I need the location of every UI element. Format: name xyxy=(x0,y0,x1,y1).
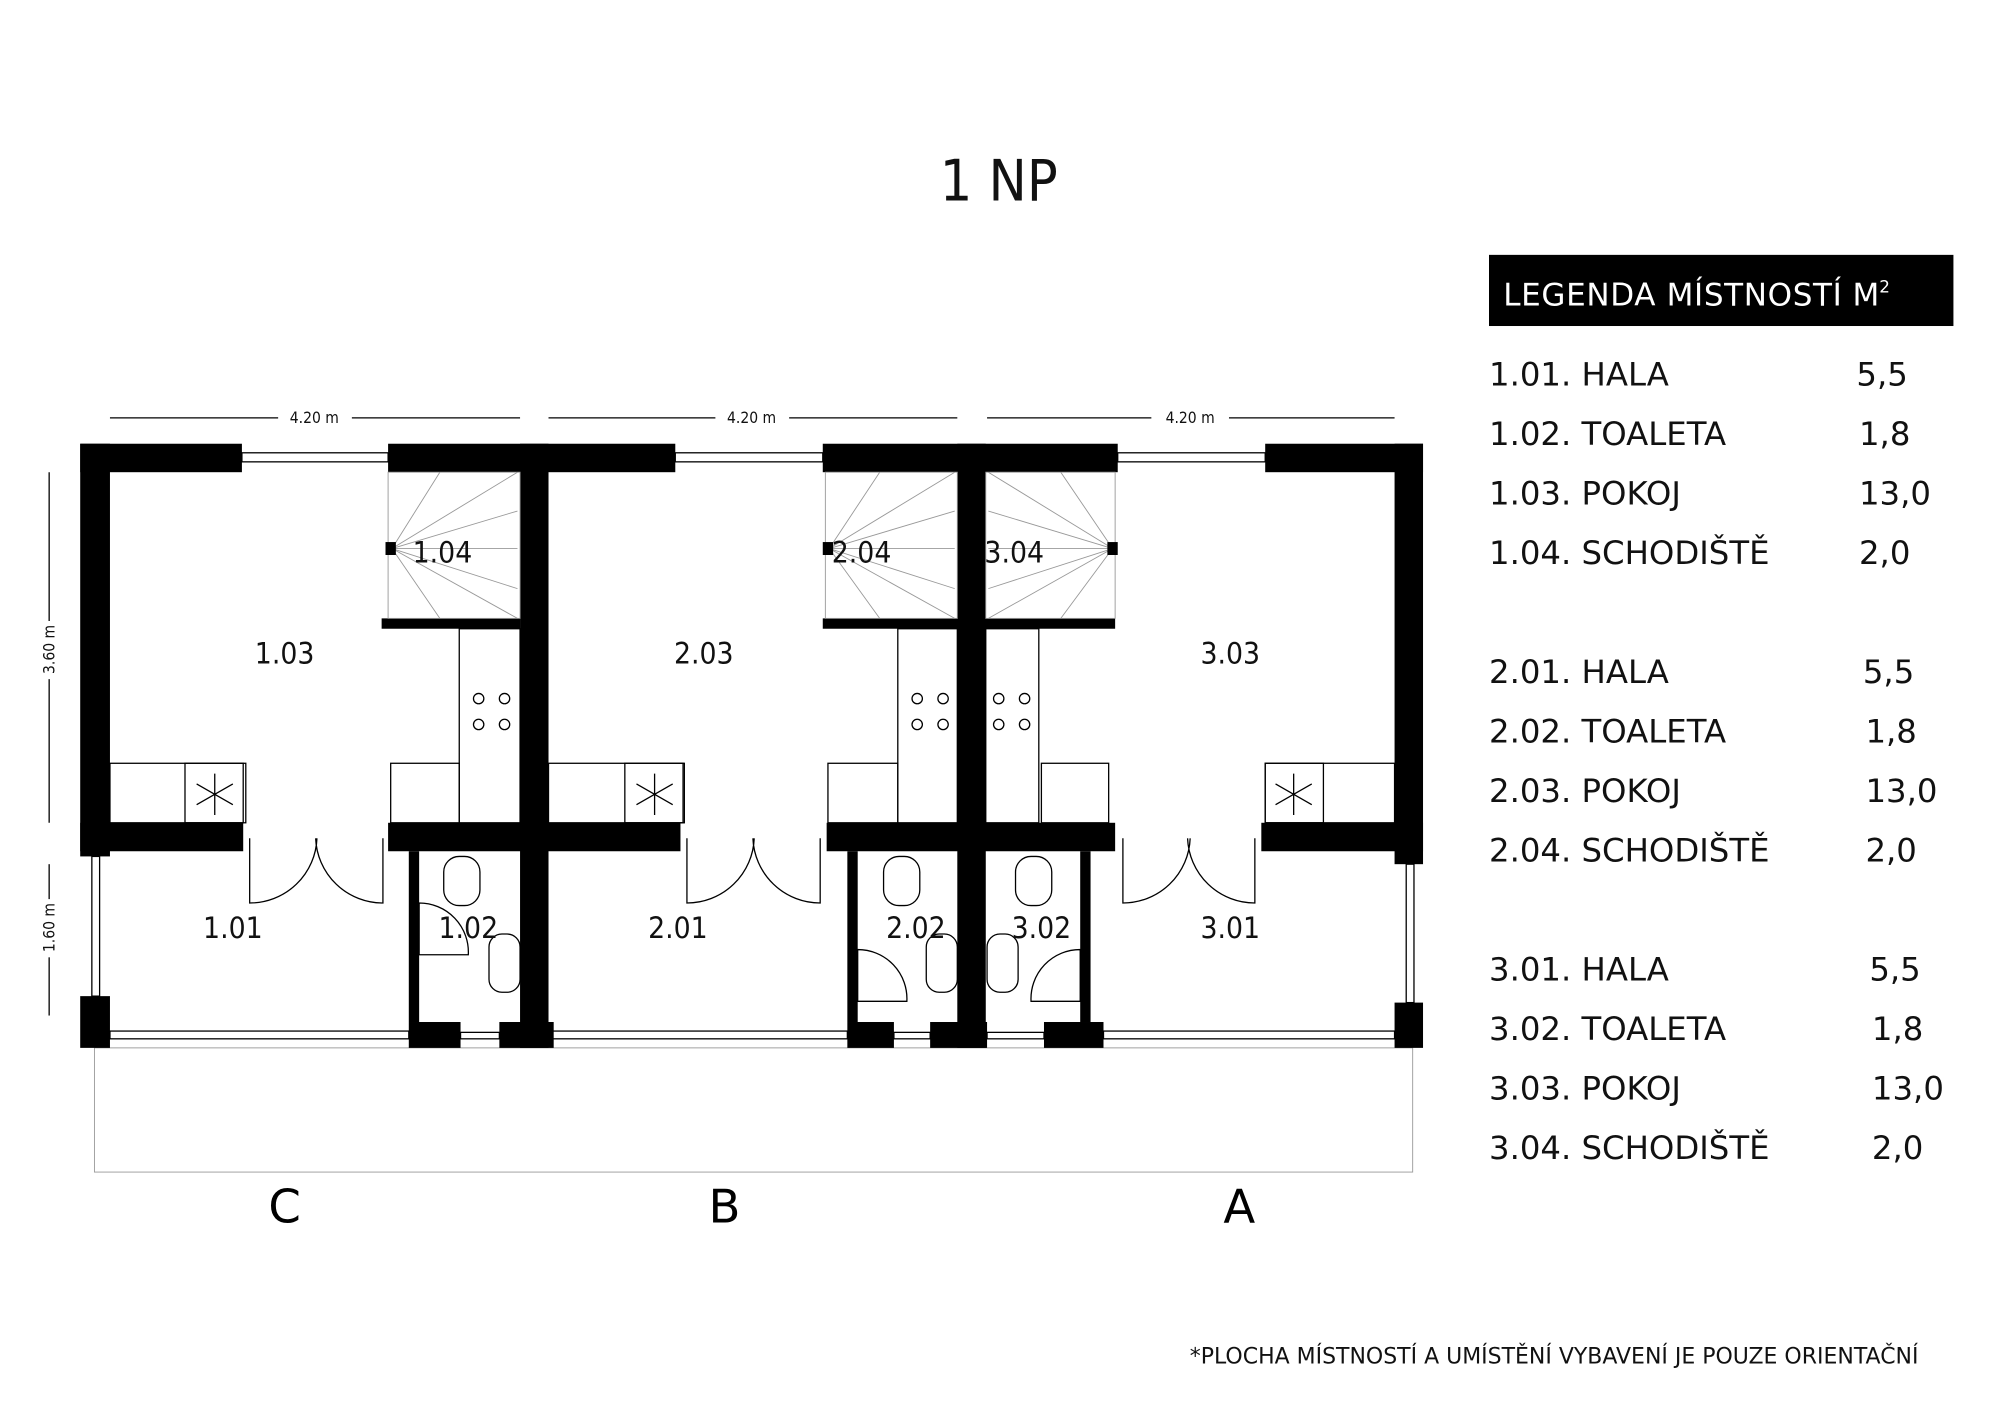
room-label: 1.03 xyxy=(255,637,315,672)
dimension-lines: 4.20 m 4.20 m 4.20 m 3.60 m 1.60 m xyxy=(40,409,1395,1016)
room-label: 2.03 xyxy=(674,637,734,672)
unit-label-b: B xyxy=(708,1180,740,1234)
legend-room-name: 2.01. HALA xyxy=(1489,653,1669,691)
room-label: 2.01 xyxy=(648,911,708,946)
legend-room-area: 1,8 xyxy=(1859,415,1910,453)
room-label: 1.01 xyxy=(203,911,263,946)
footnote: *PLOCHA MÍSTNOSTÍ A UMÍSTĚNÍ VYBAVENÍ JE… xyxy=(1190,1344,1919,1370)
legend-room-name: 3.02. TOALETA xyxy=(1489,1010,1726,1048)
terrace-outline xyxy=(93,1047,1414,1173)
legend-room-area: 1,8 xyxy=(1872,1010,1923,1048)
room-legend: LEGENDA MÍSTNOSTÍ M2 1.01. HALA 5,5 1.02.… xyxy=(1489,254,1954,1167)
legend-room-name: 2.03. POKOJ xyxy=(1489,772,1681,810)
legend-room-area: 5,5 xyxy=(1863,653,1914,691)
dimension-label: 3.60 m xyxy=(40,625,58,674)
page-title: 1 NP xyxy=(940,149,1058,215)
dimension-label: 4.20 m xyxy=(290,409,339,427)
legend-room-area: 5,5 xyxy=(1869,951,1920,989)
room-label: 3.02 xyxy=(1012,911,1072,946)
legend-header-title: LEGENDA MÍSTNOSTÍ xyxy=(1503,275,1842,313)
kitchen-fixtures xyxy=(109,628,1396,824)
room-label: 1.02 xyxy=(439,911,499,946)
legend-room-area: 13,0 xyxy=(1865,772,1937,810)
legend-room-name: 1.01. HALA xyxy=(1489,356,1669,394)
dimension-label: 4.20 m xyxy=(727,409,776,427)
legend-room-name: 2.02. TOALETA xyxy=(1489,713,1726,751)
legend-room-name: 2.04. SCHODIŠTĚ xyxy=(1489,831,1770,870)
legend-header xyxy=(1489,254,1954,327)
room-label: 1.04 xyxy=(413,536,473,571)
room-label: 2.04 xyxy=(832,536,892,571)
room-label: 2.02 xyxy=(886,911,946,946)
legend-room-name: 3.04. SCHODIŠTĚ xyxy=(1489,1128,1770,1167)
legend-room-name: 3.01. HALA xyxy=(1489,951,1669,989)
room-label: 3.03 xyxy=(1200,637,1260,672)
unit-label-a: A xyxy=(1223,1180,1255,1234)
room-labels: 1.03 1.04 1.01 1.02 2.03 2.04 2.01 2.02 … xyxy=(203,536,1260,946)
stair-posts xyxy=(385,542,1118,555)
legend-room-area: 2,0 xyxy=(1872,1129,1923,1167)
legend-room-area: 5,5 xyxy=(1856,356,1907,394)
dimension-label: 4.20 m xyxy=(1166,409,1215,427)
legend-room-area: 13,0 xyxy=(1859,475,1931,513)
legend-room-area: 1,8 xyxy=(1865,713,1916,751)
windows xyxy=(91,452,1415,1040)
legend-room-name: 3.03. POKOJ xyxy=(1489,1070,1681,1108)
walls xyxy=(80,443,1424,1048)
unit-label-c: C xyxy=(268,1180,301,1234)
legend-room-name: 1.03. POKOJ xyxy=(1489,475,1681,513)
legend-room-area: 13,0 xyxy=(1872,1070,1944,1108)
legend-room-name: 1.04. SCHODIŠTĚ xyxy=(1489,533,1770,572)
legend-room-name: 1.02. TOALETA xyxy=(1489,415,1726,453)
legend-room-area: 2,0 xyxy=(1865,832,1916,870)
legend-room-area: 2,0 xyxy=(1859,534,1910,572)
legend-unit: M2 xyxy=(1853,276,1890,313)
doors-and-toilets xyxy=(249,838,1256,1002)
room-label: 3.04 xyxy=(984,536,1044,571)
room-label: 3.01 xyxy=(1200,911,1260,946)
dimension-label: 1.60 m xyxy=(40,903,58,952)
